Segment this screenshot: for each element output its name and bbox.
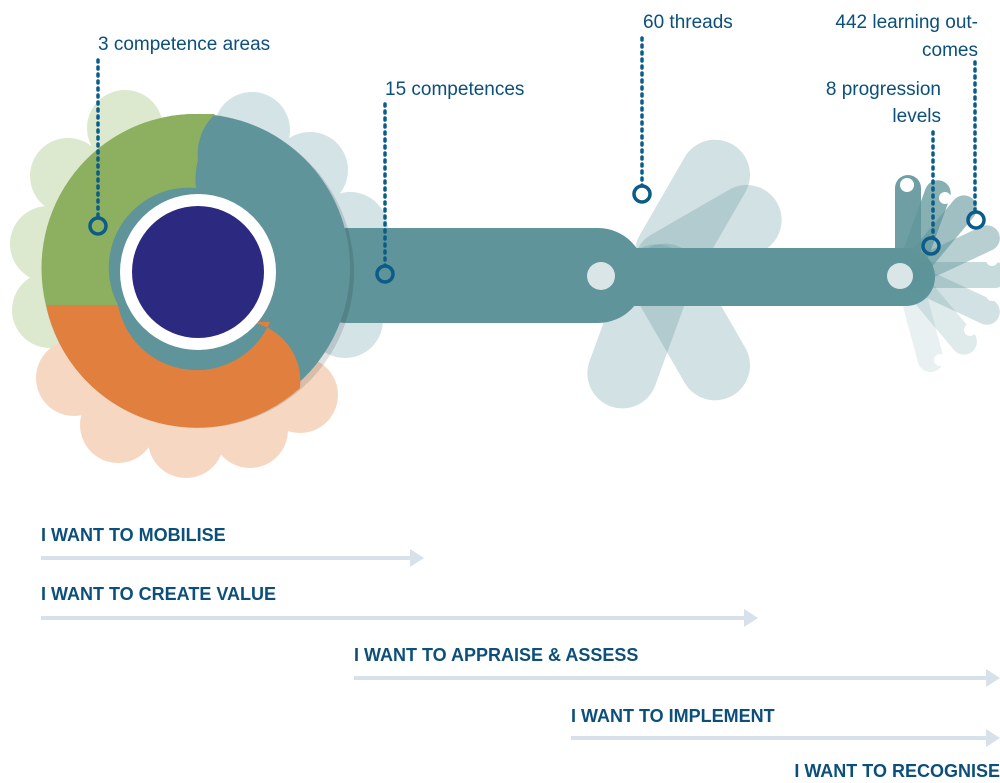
goal-appraise-assess-arrowhead bbox=[986, 669, 1000, 687]
goal-implement-arrowhead bbox=[986, 729, 1000, 747]
goal-create-value-arrowhead bbox=[744, 609, 758, 627]
goal-mobilise: I WANT TO MOBILISE bbox=[41, 525, 226, 545]
goal-implement: I WANT TO IMPLEMENT bbox=[571, 706, 775, 726]
label-outcomes-line1: 442 learning out- bbox=[835, 12, 978, 33]
label-progression-line2: levels bbox=[892, 106, 941, 127]
wheel-green-area bbox=[41, 113, 215, 306]
joint-dot bbox=[887, 263, 913, 289]
outcomes-fan bbox=[895, 175, 1000, 381]
wheel-orange-area bbox=[46, 305, 301, 428]
goal-appraise-assess: I WANT TO APPRAISE & ASSESS bbox=[354, 645, 639, 665]
goal-mobilise-arrow bbox=[41, 556, 413, 560]
goal-recognise: I WANT TO RECOGNISE bbox=[794, 761, 1000, 781]
goal-mobilise-arrowhead bbox=[410, 549, 424, 567]
goal-appraise-assess-arrow bbox=[354, 676, 990, 680]
goal-create-value: I WANT TO CREATE VALUE bbox=[41, 584, 277, 604]
label-competence-areas: 3 competence areas bbox=[98, 34, 270, 55]
goal-implement-arrow bbox=[571, 736, 990, 740]
label-threads: 60 threads bbox=[643, 12, 733, 33]
leader-lines bbox=[96, 36, 977, 268]
goal-create-value-arrow bbox=[41, 616, 746, 620]
label-competences: 15 competences bbox=[385, 79, 524, 100]
ring-markers bbox=[88, 184, 986, 284]
label-progression-line1: 8 progression bbox=[826, 79, 941, 100]
threads-bar bbox=[590, 248, 935, 306]
label-outcomes-line2: comes bbox=[922, 40, 978, 61]
joint-dot bbox=[587, 262, 615, 290]
wheel-core bbox=[132, 206, 264, 338]
